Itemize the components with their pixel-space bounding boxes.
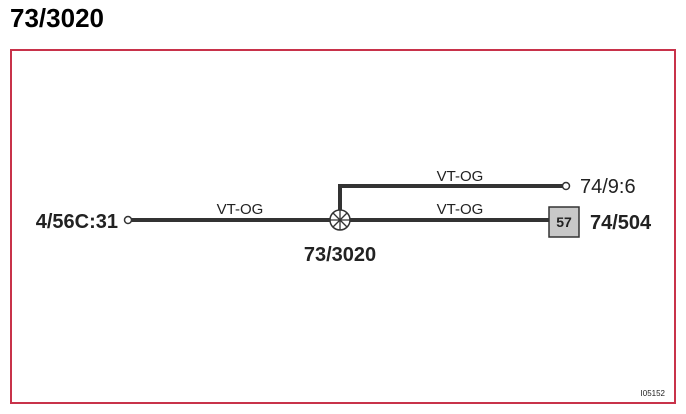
page-title: 73/3020 (10, 3, 104, 33)
left-terminal-icon (123, 215, 133, 225)
wire-label-left: VT-OG (217, 201, 264, 218)
image-reference: I05152 (641, 389, 666, 398)
wire-upper (338, 184, 563, 210)
connector-box (548, 206, 580, 238)
connector-pin-label: 57 (556, 214, 572, 230)
upper-terminal-icon (561, 181, 571, 191)
wire-label-lower: VT-OG (437, 201, 484, 218)
diagram-frame (10, 49, 676, 404)
left-terminal-label: 4/56C:31 (36, 211, 118, 233)
splice-icon (329, 209, 351, 231)
splice-label: 73/3020 (304, 244, 376, 266)
connector-label: 74/504 (590, 212, 652, 234)
wire-label-upper: VT-OG (437, 168, 484, 185)
upper-terminal-label: 74/9:6 (580, 176, 636, 198)
